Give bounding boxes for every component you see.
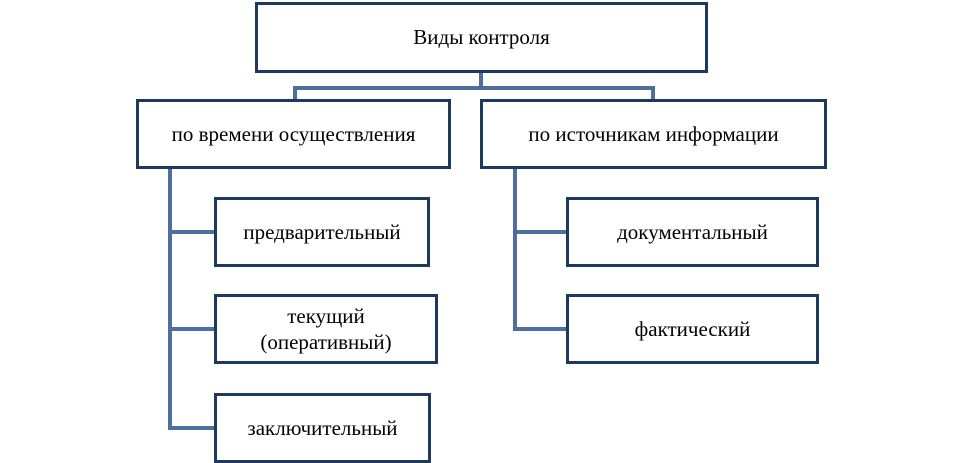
leaf-node-label: текущий (оперативный) [260, 303, 392, 354]
leaf-node-label: фактический [634, 316, 751, 341]
root-node-label: Виды контроля [413, 25, 550, 50]
connector-time-to-children [168, 167, 216, 430]
connector-source-to-children [513, 167, 568, 331]
leaf-node-final: заключительный [214, 393, 431, 463]
leaf-node-label: документальный [617, 219, 768, 244]
leaf-node-label: заключительный [247, 415, 398, 440]
leaf-node-factual: фактический [566, 294, 819, 364]
branch-node-label: по источникам информации [528, 121, 779, 146]
leaf-node-preliminary: предварительный [214, 197, 430, 267]
branch-node-label: по времени осуществления [171, 121, 416, 146]
branch-node-by-source: по источникам информации [480, 99, 827, 169]
leaf-node-label: предварительный [243, 219, 401, 244]
leaf-node-current: текущий (оперативный) [214, 294, 438, 364]
branch-node-by-time: по времени осуществления [136, 99, 451, 169]
connector-root-to-branches [293, 71, 655, 101]
leaf-node-documentary: документальный [566, 197, 819, 267]
root-node-control-types: Виды контроля [255, 2, 708, 73]
